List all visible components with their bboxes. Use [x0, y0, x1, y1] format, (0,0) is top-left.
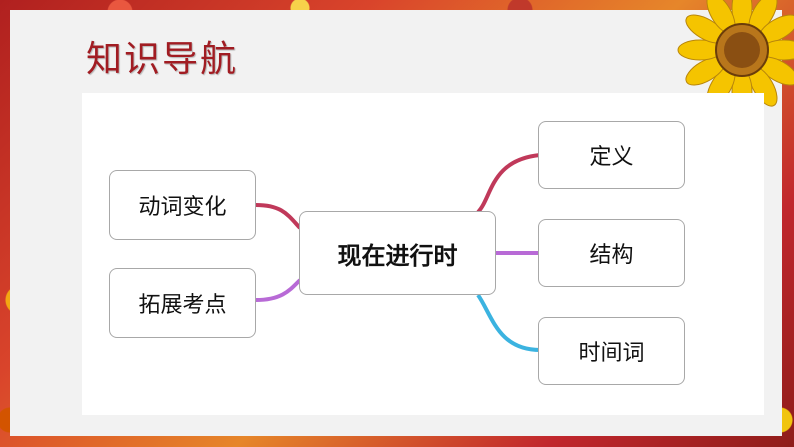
page-title: 知识导航 [86, 39, 239, 80]
node-jiegou: 结构 [538, 219, 685, 287]
node-center-xianzai-jinxingshi: 现在进行时 [299, 211, 496, 295]
node-tuozhan-kaodian: 拓展考点 [109, 268, 256, 338]
node-dingyi: 定义 [538, 121, 685, 189]
node-dongci-bianhua: 动词变化 [109, 170, 256, 240]
node-shijianci: 时间词 [538, 317, 685, 385]
